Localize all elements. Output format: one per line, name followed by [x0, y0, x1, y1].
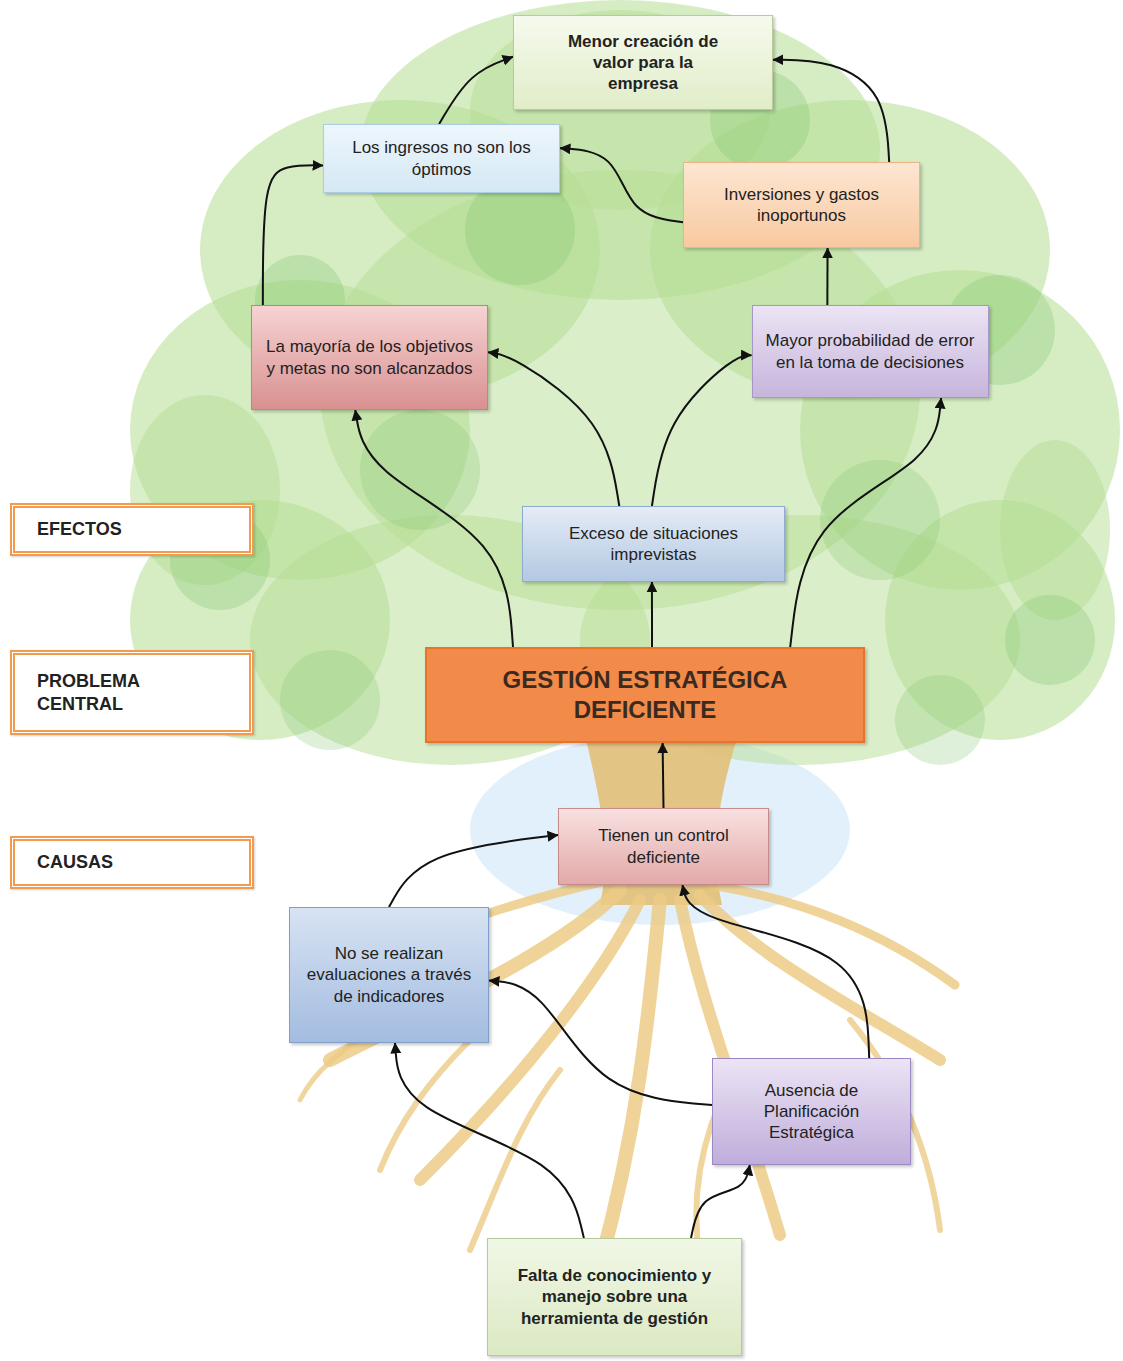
foliage-shade	[1005, 595, 1095, 685]
effect-box: Menor creación de valor para la empresa	[513, 15, 773, 110]
section-label: EFECTOS	[10, 503, 254, 556]
foliage-shade	[280, 650, 380, 750]
section-label: PROBLEMA CENTRAL	[10, 650, 254, 735]
node-text: La mayoría de los objetivos y metas no s…	[265, 336, 475, 379]
connector-arrow	[790, 398, 941, 647]
effect-box: Exceso de situaciones imprevistas	[522, 506, 785, 582]
connector-arrow	[395, 1043, 584, 1238]
connector-arrow	[355, 410, 513, 647]
connector-arrow	[389, 835, 558, 907]
cause-box: Ausencia de Planificación Estratégica	[712, 1058, 911, 1165]
node-text: Tienen un control deficiente	[579, 825, 749, 868]
node-text: Falta de conocimiento y manejo sobre una…	[505, 1265, 725, 1329]
tree-root	[712, 885, 955, 985]
tree-root	[700, 895, 940, 1060]
connector-arrow	[826, 248, 828, 305]
central-problem-box: GESTIÓN ESTRATÉGICA DEFICIENTE	[425, 647, 865, 743]
connector-arrow	[651, 582, 653, 647]
connector-arrow	[691, 1165, 750, 1238]
connector-arrow	[662, 743, 665, 808]
root-cause-box: Falta de conocimiento y manejo sobre una…	[487, 1238, 742, 1356]
node-text: Exceso de situaciones imprevistas	[534, 523, 774, 566]
node-text: No se realizan evaluaciones a través de …	[304, 943, 474, 1007]
effect-box: Inversiones y gastos inoportunos	[683, 162, 920, 248]
section-label-text: PROBLEMA CENTRAL	[37, 670, 162, 715]
connector-arrow	[488, 352, 619, 506]
node-text: Inversiones y gastos inoportunos	[702, 184, 902, 227]
node-text: Menor creación de valor para la empresa	[558, 31, 728, 95]
connector-arrow	[263, 165, 323, 305]
tree-root	[470, 1070, 560, 1250]
effect-box: La mayoría de los objetivos y metas no s…	[251, 305, 488, 410]
cause-box: No se realizan evaluaciones a través de …	[289, 907, 489, 1043]
foliage	[1000, 440, 1110, 620]
effect-box: Los ingresos no son los óptimos	[323, 124, 560, 193]
section-label: CAUSAS	[10, 836, 254, 889]
connector-arrow	[439, 57, 513, 124]
connector-arrow	[560, 148, 683, 222]
connector-arrow	[652, 355, 752, 506]
foliage-shade	[895, 675, 985, 765]
node-text: Mayor probabilidad de error en la toma d…	[763, 330, 978, 373]
effect-box: Mayor probabilidad de error en la toma d…	[752, 305, 989, 398]
node-text: GESTIÓN ESTRATÉGICA DEFICIENTE	[465, 665, 825, 725]
connector-arrow	[773, 60, 889, 162]
tree-root	[600, 900, 660, 1265]
connector-arrow	[682, 885, 869, 1058]
section-label-text: CAUSAS	[37, 851, 113, 874]
cause-box: Tienen un control deficiente	[558, 808, 769, 885]
node-text: Ausencia de Planificación Estratégica	[727, 1080, 897, 1144]
connector-arrow	[489, 980, 712, 1105]
node-text: Los ingresos no son los óptimos	[347, 137, 537, 180]
foliage-shade	[360, 410, 480, 530]
section-label-text: EFECTOS	[37, 518, 122, 541]
foliage-shade	[820, 460, 940, 580]
